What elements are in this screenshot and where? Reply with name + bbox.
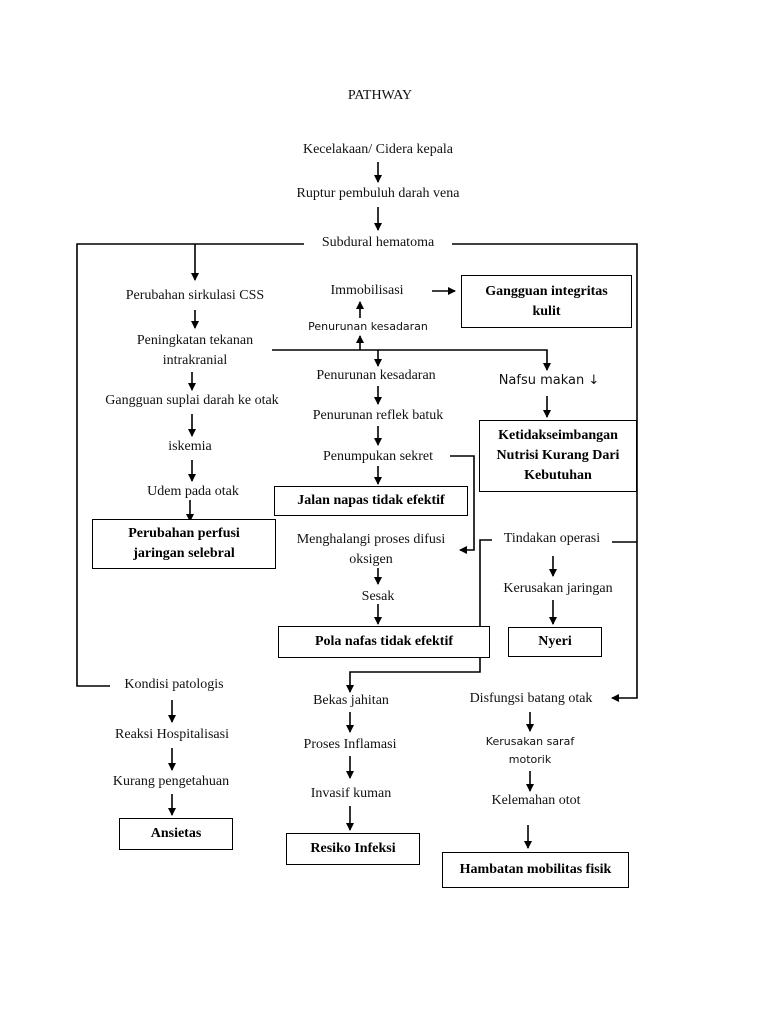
node-invasif: Invasif kuman: [310, 786, 392, 801]
diagnosis-ansietas: Ansietas: [119, 818, 233, 850]
node-css: Perubahan sirkulasi CSS: [125, 288, 265, 303]
node-tik: Peningkatan tekanan intrakranial: [118, 331, 272, 371]
diagnosis-perfusi: Perubahan perfusi jaringan selebral: [92, 519, 276, 569]
node-hematoma: Subdural hematoma: [306, 233, 450, 253]
diagnosis-nutrisi: Ketidakseimbangan Nutrisi Kurang Dari Ke…: [479, 420, 637, 492]
node-immobilisasi: Immobilisasi: [330, 283, 404, 298]
node-refleks: Penurunan reflek batuk: [312, 408, 444, 423]
diagnosis-pola: Pola nafas tidak efektif: [278, 626, 490, 658]
node-difusi: Menghalangi proses difusi oksigen: [296, 532, 446, 567]
node-penurunan: Penurunan kesadaran: [316, 368, 436, 383]
node-bekas: Bekas jahitan: [313, 693, 389, 708]
node-tindakan: Tindakan operasi: [492, 529, 612, 549]
node-cause: Kecelakaan/ Cidera kepala: [302, 142, 454, 157]
diagnosis-infeksi: Resiko Infeksi: [286, 833, 420, 865]
node-inflamasi: Proses Inflamasi: [303, 737, 397, 752]
diagnosis-mobilitas: Hambatan mobilitas fisik: [442, 852, 629, 888]
diagnosis-napas: Jalan napas tidak efektif: [274, 486, 468, 516]
node-sesak: Sesak: [361, 589, 395, 604]
node-reaksi: Reaksi Hospitalisasi: [115, 727, 229, 742]
node-disfungsi: Disfungsi batang otak: [456, 689, 606, 709]
node-kurang: Kurang pengetahuan: [112, 774, 230, 789]
node-nafsu: Nafsu makan ↓: [498, 373, 600, 388]
node-udem: Udem pada otak: [147, 484, 239, 499]
page-title: PATHWAY: [347, 88, 413, 103]
node-otot: Kelemahan otot: [491, 793, 581, 808]
diagnosis-nyeri: Nyeri: [508, 627, 602, 657]
node-iskemia: iskemia: [168, 439, 212, 454]
node-kerusakan-jaringan: Kerusakan jaringan: [503, 581, 613, 596]
node-suplai: Gangguan suplai darah ke otak: [105, 393, 279, 408]
node-kondisi: Kondisi patologis: [110, 675, 238, 695]
node-sekret: Penumpukan sekret: [322, 449, 434, 464]
node-saraf: Kerusakan saraf motorik: [485, 735, 575, 766]
node-penurunan-small: Penurunan kesadaran: [308, 320, 428, 333]
diagnosis-kulit: Gangguan integritas kulit: [461, 275, 632, 328]
node-rupture: Ruptur pembuluh darah vena: [296, 186, 460, 201]
